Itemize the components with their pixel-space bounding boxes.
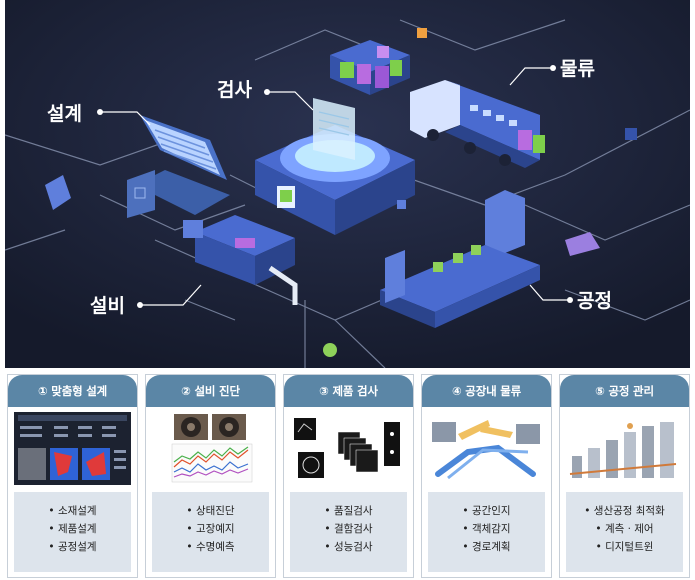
panel-title: ④ 공장내 물류 (422, 375, 551, 407)
list-item: 수명예측 (152, 538, 269, 556)
green-dot (323, 343, 337, 357)
panel-equipment-diagnosis: ② 설비 진단 상태진단 고장예지 수명예측 (145, 374, 276, 578)
list-item: 성능검사 (290, 538, 407, 556)
list-item: 객체감지 (428, 520, 545, 538)
list-item: 공간인지 (428, 502, 545, 520)
panel-title: ③ 제품 검사 (284, 375, 413, 407)
list-item: 고장예지 (152, 520, 269, 538)
inspection-station (255, 98, 415, 235)
equipment-machine (183, 215, 298, 305)
label-design: 설계 (47, 103, 82, 125)
panel-item-list: 상태진단 고장예지 수명예측 (152, 492, 269, 572)
panel-product-inspection: ③ 제품 검사 품질검사 결함검사 성능검사 (283, 374, 414, 578)
orange-cube (417, 28, 427, 38)
panel-title: ② 설비 진단 (146, 375, 275, 407)
list-item: 품질검사 (290, 502, 407, 520)
stacked-boxes (330, 40, 410, 95)
list-item: 생산공정 최적화 (566, 502, 683, 520)
process-conveyor (380, 190, 540, 328)
callout-lines (100, 67, 570, 306)
inspection-feature-maps-thumbnail (290, 412, 407, 485)
list-item: 경로계획 (428, 538, 545, 556)
robot-path-thumbnail (428, 412, 545, 485)
design-dashboard-thumbnail (14, 412, 131, 485)
label-process: 공정 (577, 290, 612, 312)
panel-title: ⑤ 공정 관리 (560, 375, 689, 407)
list-item: 상태진단 (152, 502, 269, 520)
label-inspection: 검사 (217, 79, 252, 101)
panel-custom-design: ① 맞춤형 설계 소재설계 제품설계 공정설계 (7, 374, 138, 578)
decor-wedge-left (45, 175, 71, 210)
logistics-truck (410, 80, 545, 168)
panel-process-management: ⑤ 공정 관리 생산공정 최적화 계측 · 제어 디지털트윈 (559, 374, 690, 578)
panel-item-list: 소재설계 제품설계 공정설계 (14, 492, 131, 572)
list-item: 결함검사 (290, 520, 407, 538)
bearing-signal-thumbnail (152, 412, 269, 485)
production-line-thumbnail (566, 412, 683, 485)
list-item: 제품설계 (14, 520, 131, 538)
list-item: 공정설계 (14, 538, 131, 556)
design-laptop (127, 115, 230, 218)
small-cube (397, 200, 406, 209)
list-item: 계측 · 제어 (566, 520, 683, 538)
panel-item-list: 공간인지 객체감지 경로계획 (428, 492, 545, 572)
list-item: 소재설계 (14, 502, 131, 520)
label-logistics: 물류 (560, 58, 595, 80)
panel-item-list: 생산공정 최적화 계측 · 제어 디지털트윈 (566, 492, 683, 572)
blue-cube-right (625, 128, 637, 140)
callout-dots (97, 65, 573, 308)
panel-title: ① 맞춤형 설계 (8, 375, 137, 407)
decor-wedge-right (565, 232, 600, 256)
panel-item-list: 품질검사 결함검사 성능검사 (290, 492, 407, 572)
label-equipment: 설비 (90, 295, 125, 317)
panel-factory-logistics: ④ 공장내 물류 공간인지 객체감지 경로계획 (421, 374, 552, 578)
list-item: 디지털트윈 (566, 538, 683, 556)
smart-factory-illustration: 설계 검사 물류 설비 공정 (5, 0, 690, 368)
